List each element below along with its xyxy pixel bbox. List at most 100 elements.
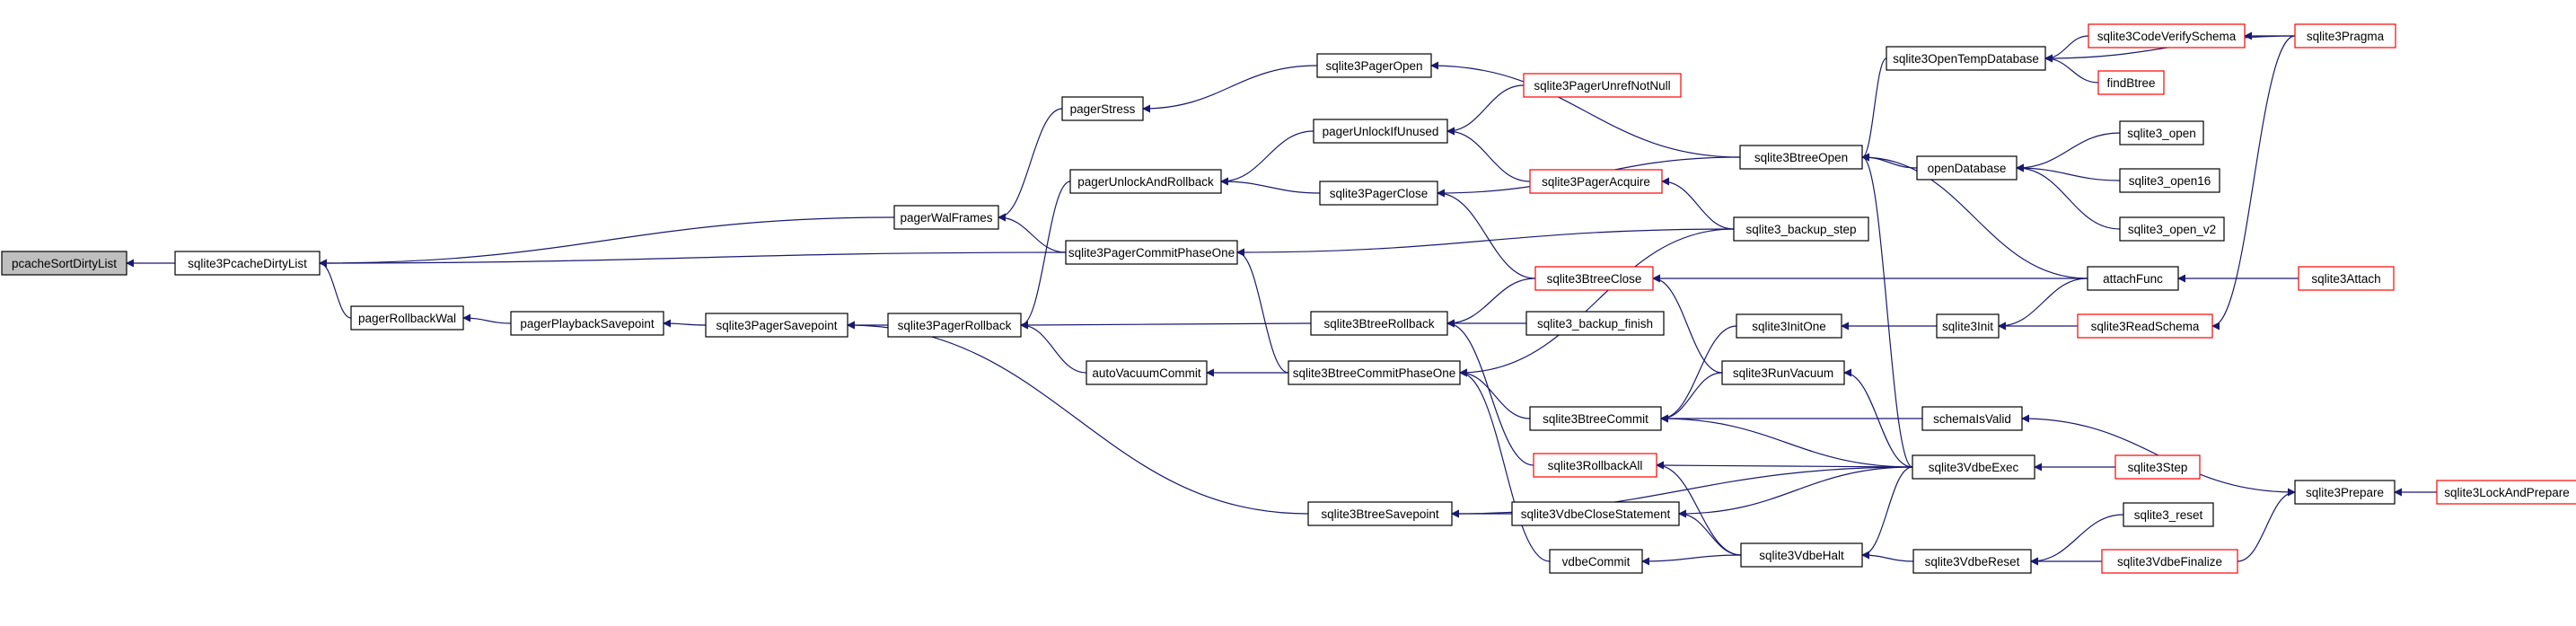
graph-node-sqlite3BtreeCommitPhaseOne[interactable]: sqlite3BtreeCommitPhaseOne	[1288, 360, 1461, 385]
node-box	[2077, 313, 2213, 339]
node-box	[1069, 169, 1222, 194]
graph-node-openDatabase[interactable]: openDatabase	[1916, 155, 2018, 181]
node-box	[705, 313, 848, 338]
call-edge	[2030, 514, 2124, 566]
graph-node-sqlite3_open16[interactable]: sqlite3_open16	[2119, 168, 2220, 193]
node-box	[2436, 480, 2576, 505]
graph-node-sqlite3PagerOpen[interactable]: sqlite3PagerOpen	[1316, 53, 1432, 78]
graph-node-vdbeCommit[interactable]: vdbeCommit	[1549, 549, 1643, 574]
graph-node-sqlite3RollbackAll[interactable]: sqlite3RollbackAll	[1533, 453, 1657, 478]
node-label: sqlite3Attach	[2311, 272, 2380, 286]
graph-node-sqlite3BtreeCommit[interactable]: sqlite3BtreeCommit	[1529, 406, 1662, 431]
call-edge	[1446, 84, 1525, 136]
graph-node-pcacheSortDirtyList[interactable]: pcacheSortDirtyList	[1, 251, 127, 276]
node-box	[2119, 120, 2204, 145]
call-edge	[2044, 35, 2089, 63]
call-edge	[1861, 57, 1887, 162]
graph-node-sqlite3LockAndPrepare[interactable]: sqlite3LockAndPrepare	[2436, 480, 2576, 505]
graph-node-sqlite3PagerSavepoint[interactable]: sqlite3PagerSavepoint	[705, 313, 848, 338]
node-label: sqlite3_backup_finish	[1537, 317, 1653, 331]
call-edge	[1020, 321, 1312, 330]
graph-node-sqlite3_reset[interactable]: sqlite3_reset	[2123, 502, 2214, 527]
graph-node-pagerWalFrames[interactable]: pagerWalFrames	[893, 205, 999, 230]
call-edge	[1459, 368, 1531, 419]
node-label: sqlite3LockAndPrepare	[2444, 486, 2570, 499]
call-edge	[2016, 163, 2121, 181]
graph-node-sqlite3VdbeExec[interactable]: sqlite3VdbeExec	[1912, 454, 2035, 480]
node-box	[1736, 313, 1842, 339]
graph-node-sqlite3BtreeSavepoint[interactable]: sqlite3BtreeSavepoint	[1307, 501, 1453, 526]
call-edge	[1020, 321, 1087, 374]
graph-node-pagerStress[interactable]: pagerStress	[1061, 96, 1144, 121]
graph-node-sqlite3RunVacuum[interactable]: sqlite3RunVacuum	[1721, 360, 1845, 385]
node-box	[510, 311, 664, 336]
node-label: sqlite3OpenTempDatabase	[1893, 52, 2039, 66]
node-box	[2294, 23, 2396, 48]
node-label: findBtree	[2106, 76, 2155, 90]
node-box	[887, 313, 1022, 338]
graph-node-sqlite3ReadSchema[interactable]: sqlite3ReadSchema	[2077, 313, 2213, 339]
graph-node-sqlite3PagerAcquire[interactable]: sqlite3PagerAcquire	[1529, 169, 1663, 194]
call-edge	[2237, 488, 2296, 562]
node-label: pagerUnlockAndRollback	[1077, 175, 1214, 189]
node-label: sqlite3ReadSchema	[2091, 320, 2200, 333]
node-label: sqlite3VdbeCloseStatement	[1521, 507, 1671, 521]
graph-node-sqlite3PagerUnrefNotNull[interactable]: sqlite3PagerUnrefNotNull	[1523, 73, 1682, 98]
node-label: openDatabase	[1928, 162, 2007, 175]
graph-node-sqlite3PcacheDirtyList[interactable]: sqlite3PcacheDirtyList	[174, 251, 321, 276]
node-box	[1912, 454, 2035, 480]
node-box	[1912, 549, 2032, 574]
graph-node-sqlite3_backup_finish[interactable]: sqlite3_backup_finish	[1525, 311, 1665, 336]
graph-node-sqlite3CodeVerifySchema[interactable]: sqlite3CodeVerifySchema	[2088, 23, 2246, 48]
graph-node-sqlite3_open[interactable]: sqlite3_open	[2119, 120, 2204, 145]
graph-node-sqlite3Attach[interactable]: sqlite3Attach	[2298, 266, 2395, 291]
graph-node-autoVacuumCommit[interactable]: autoVacuumCommit	[1086, 360, 1208, 385]
graph-node-pagerPlaybackSavepoint[interactable]: pagerPlaybackSavepoint	[510, 311, 664, 336]
graph-node-sqlite3VdbeCloseStatement[interactable]: sqlite3VdbeCloseStatement	[1511, 501, 1680, 526]
graph-node-sqlite3OpenTempDatabase[interactable]: sqlite3OpenTempDatabase	[1886, 46, 2046, 71]
graph-node-schemalsValid[interactable]: schemaIsValid	[1921, 406, 2023, 431]
call-edge	[462, 313, 512, 324]
graph-node-attachFunc[interactable]: attachFunc	[2087, 266, 2179, 291]
graph-node-sqlite3PagerClose[interactable]: sqlite3PagerClose	[1319, 181, 1438, 206]
node-label: schemaIsValid	[1933, 412, 2011, 426]
graph-node-sqlite3PagerCommitPhaseOne[interactable]: sqlite3PagerCommitPhaseOne	[1065, 240, 1238, 265]
call-edge	[1142, 65, 1318, 113]
graph-node-sqlite3Step[interactable]: sqlite3Step	[2114, 454, 2201, 480]
call-edge	[2044, 54, 2099, 84]
call-edge	[1446, 278, 1536, 328]
graph-node-sqlite3VdbeFinalize[interactable]: sqlite3VdbeFinalize	[2101, 549, 2238, 574]
graph-node-sqlite3BtreeRollback[interactable]: sqlite3BtreeRollback	[1310, 311, 1448, 336]
graph-node-sqlite3_open_v2[interactable]: sqlite3_open_v2	[2119, 216, 2225, 242]
edges-layer	[126, 31, 2438, 566]
graph-node-pagerRollbackWal[interactable]: pagerRollbackWal	[350, 305, 464, 331]
graph-node-sqlite3BtreeClose[interactable]: sqlite3BtreeClose	[1534, 266, 1654, 291]
graph-node-sqlite3BtreeOpen[interactable]: sqlite3BtreeOpen	[1739, 145, 1863, 170]
graph-node-sqlite3_backup_step[interactable]: sqlite3_backup_step	[1733, 216, 1869, 242]
node-label: sqlite3Pragma	[2307, 30, 2385, 43]
node-label: pagerPlaybackSavepoint	[520, 317, 655, 331]
graph-node-sqlite3Pragma[interactable]: sqlite3Pragma	[2294, 23, 2396, 48]
call-edge	[1437, 189, 1536, 279]
node-box	[1721, 360, 1845, 385]
node-label: attachFunc	[2103, 272, 2163, 286]
call-edge	[1220, 177, 1321, 194]
node-box	[1316, 53, 1432, 78]
node-label: sqlite3VdbeReset	[1925, 555, 2020, 569]
node-box	[1733, 216, 1869, 242]
graph-node-sqlite3InitOne[interactable]: sqlite3InitOne	[1736, 313, 1842, 339]
node-label: sqlite3_open	[2127, 127, 2196, 140]
graph-node-sqlite3VdbeReset[interactable]: sqlite3VdbeReset	[1912, 549, 2032, 574]
graph-node-pagerUnlockAndRollback[interactable]: pagerUnlockAndRollback	[1069, 169, 1222, 194]
node-label: sqlite3PagerUnrefNotNull	[1534, 79, 1670, 93]
graph-node-sqlite3Init[interactable]: sqlite3Init	[1936, 313, 2000, 339]
graph-node-findBtree[interactable]: findBtree	[2097, 70, 2165, 95]
graph-node-sqlite3PagerRollback[interactable]: sqlite3PagerRollback	[887, 313, 1022, 338]
graph-node-sqlite3VdbeHalt[interactable]: sqlite3VdbeHalt	[1740, 542, 1863, 568]
node-box	[1921, 406, 2023, 431]
call-edge	[1843, 368, 1913, 468]
node-box	[2101, 549, 2238, 574]
graph-node-sqlite3Prepare[interactable]: sqlite3Prepare	[2294, 480, 2396, 505]
node-box	[2088, 23, 2246, 48]
graph-node-pagerUnlockIfUnused[interactable]: pagerUnlockIfUnused	[1313, 119, 1448, 144]
